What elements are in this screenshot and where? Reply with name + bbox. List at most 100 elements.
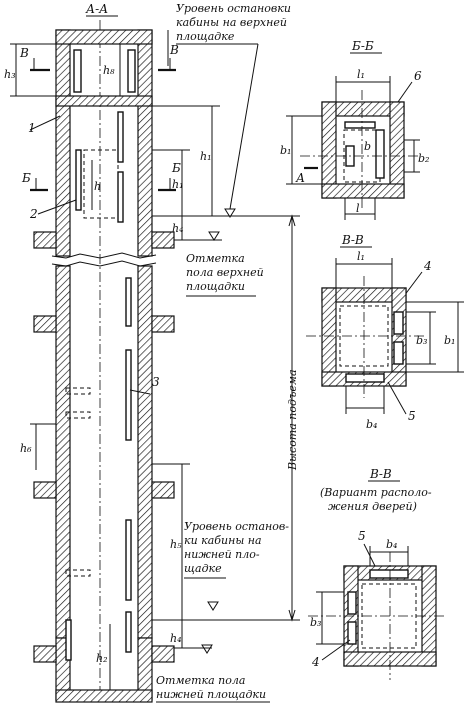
counterweight-dash-1 xyxy=(65,387,91,395)
dim-b2-plan-b: b₂ xyxy=(418,152,429,165)
dim-h5: h₅ xyxy=(170,538,182,551)
note-top-floor-2: пола верхней xyxy=(186,266,264,279)
note-bottom-stop-4: щадке xyxy=(184,562,222,575)
alt-door-1 xyxy=(347,591,357,615)
callout-5-plan-v: 5 xyxy=(408,409,416,423)
note-top-stop-3: площадке xyxy=(176,30,235,43)
dim-l1-plan-v: l₁ xyxy=(357,250,365,263)
dim-b1-plan-v: b₁ xyxy=(444,334,455,347)
guide-rail-lower-2 xyxy=(125,349,132,441)
dim-b4-plan-v: b₄ xyxy=(366,418,377,431)
dim-b4-alt: b₄ xyxy=(386,538,397,551)
section-v-v-title: В-В xyxy=(341,233,364,247)
alt-door-2 xyxy=(347,621,357,645)
callout-5-alt: 5 xyxy=(358,529,366,543)
machine-room-slab xyxy=(55,95,153,107)
dim-h3: h₃ xyxy=(4,68,16,81)
section-a-a: А-А xyxy=(4,2,300,703)
plan-v-right-wall xyxy=(391,287,407,387)
top-floor-level-mark xyxy=(208,231,220,241)
shaft-right-wall-lower xyxy=(137,265,153,639)
dim-l1-plan-b: l₁ xyxy=(357,68,365,81)
section-b-b: Б-Б 6 l₁ b₁ b b₂ l xyxy=(280,39,429,220)
dim-b1-plan-b: b₁ xyxy=(280,144,291,157)
note-bottom-floor-2: нижней площадки xyxy=(156,688,266,701)
section-a-a-title: А-А xyxy=(85,2,108,16)
dim-h6: h₆ xyxy=(20,442,32,455)
dim-b-plan-b: b xyxy=(364,140,371,153)
cut-marker-v-left: В xyxy=(19,46,29,60)
callout-3: 3 xyxy=(152,375,160,389)
mid-slab-left-1 xyxy=(33,315,57,333)
mid-slab-right-2 xyxy=(151,481,175,499)
section-v-v-alt-caption-1: (Вариант располо- xyxy=(320,486,432,499)
mid-slab-left-2 xyxy=(33,481,57,499)
section-v-v: В-В 4 l₁ b₁ b₃ b₄ 5 xyxy=(306,233,464,431)
plan-v-left-wall xyxy=(321,287,337,387)
dim-l-plan-b: l xyxy=(356,202,360,215)
lift-height-label: Высота подъема xyxy=(286,369,299,471)
buffer-left xyxy=(65,619,72,661)
plan-v-bottom-door xyxy=(345,373,385,383)
machine-room-equipment-left xyxy=(73,49,82,93)
section-b-b-title: Б-Б xyxy=(351,39,374,53)
bottom-floor-level-mark xyxy=(201,644,213,654)
plan-v-door-2 xyxy=(393,341,404,365)
plan-b-door xyxy=(375,129,385,179)
plan-b-top-rail xyxy=(344,121,376,129)
note-bottom-stop-1: Уровень останов- xyxy=(184,520,289,533)
shaft-left-wall-lower xyxy=(55,265,71,639)
note-top-stop-1: Уровень остановки xyxy=(176,2,291,15)
shaft-left-wall-upper xyxy=(55,29,71,257)
section-v-v-alt-title: В-В xyxy=(369,467,392,481)
plan-b-bottom-wall xyxy=(321,183,405,199)
callout-1: 1 xyxy=(28,121,36,135)
shaft-roof-slab xyxy=(55,29,153,45)
dim-h1-outer: h₁ xyxy=(200,150,212,163)
plan-v-door-1 xyxy=(393,311,404,335)
guide-rail-lower-1 xyxy=(125,277,132,327)
note-top-floor-3: площадки xyxy=(186,280,245,293)
cut-marker-a: А xyxy=(295,171,305,185)
callout-6: 6 xyxy=(414,69,422,83)
top-landing-slab-right xyxy=(151,231,175,249)
dim-h1-inner: h₁ xyxy=(172,178,184,191)
guide-rail-left xyxy=(75,149,82,211)
counterweight-dash-3 xyxy=(65,569,91,577)
guide-rail-lower-4 xyxy=(125,611,132,653)
pit-floor xyxy=(55,689,153,703)
cabin-outline xyxy=(83,149,119,219)
dim-b3-plan-v: b₃ xyxy=(416,334,427,347)
note-top-stop-2: кабины на верхней xyxy=(176,16,287,29)
guide-rail-upper xyxy=(117,111,124,163)
break-line-lower xyxy=(51,260,157,267)
dim-b3-alt: b₃ xyxy=(310,616,321,629)
counterweight-dash-2 xyxy=(65,411,91,419)
dim-h4-top: h₄ xyxy=(172,222,184,235)
machine-room-equipment-right xyxy=(127,49,136,93)
note-bottom-stop-2: ки кабины на xyxy=(184,534,262,547)
dim-h2: h₂ xyxy=(96,652,108,665)
dim-h: h xyxy=(94,180,101,193)
note-top-floor-1: Отметка xyxy=(186,252,245,265)
alt-top-door xyxy=(369,569,409,579)
bottom-stop-level-mark xyxy=(207,601,219,611)
bottom-landing-slab-right xyxy=(151,645,175,663)
note-bottom-stop-3: нижней пло- xyxy=(184,548,260,561)
section-v-v-alt-caption-2: жения дверей) xyxy=(328,500,417,513)
mid-slab-right-1 xyxy=(151,315,175,333)
break-line-upper xyxy=(51,252,157,259)
dim-h8: h₈ xyxy=(103,64,115,77)
shaft-right-wall-upper xyxy=(137,29,153,257)
guide-rail-lower-3 xyxy=(125,519,132,601)
callout-4-plan-v: 4 xyxy=(423,259,432,273)
dim-h4-bottom: h₄ xyxy=(170,632,182,645)
section-v-v-alt: В-В (Вариант располо- жения дверей) 5 b₄… xyxy=(308,467,446,680)
note-bottom-floor-1: Отметка пола xyxy=(156,674,245,687)
top-landing-slab-left xyxy=(33,231,57,249)
callout-4-alt: 4 xyxy=(311,655,320,669)
cut-marker-b-left: Б xyxy=(21,171,31,185)
guide-rail-right xyxy=(117,171,124,223)
